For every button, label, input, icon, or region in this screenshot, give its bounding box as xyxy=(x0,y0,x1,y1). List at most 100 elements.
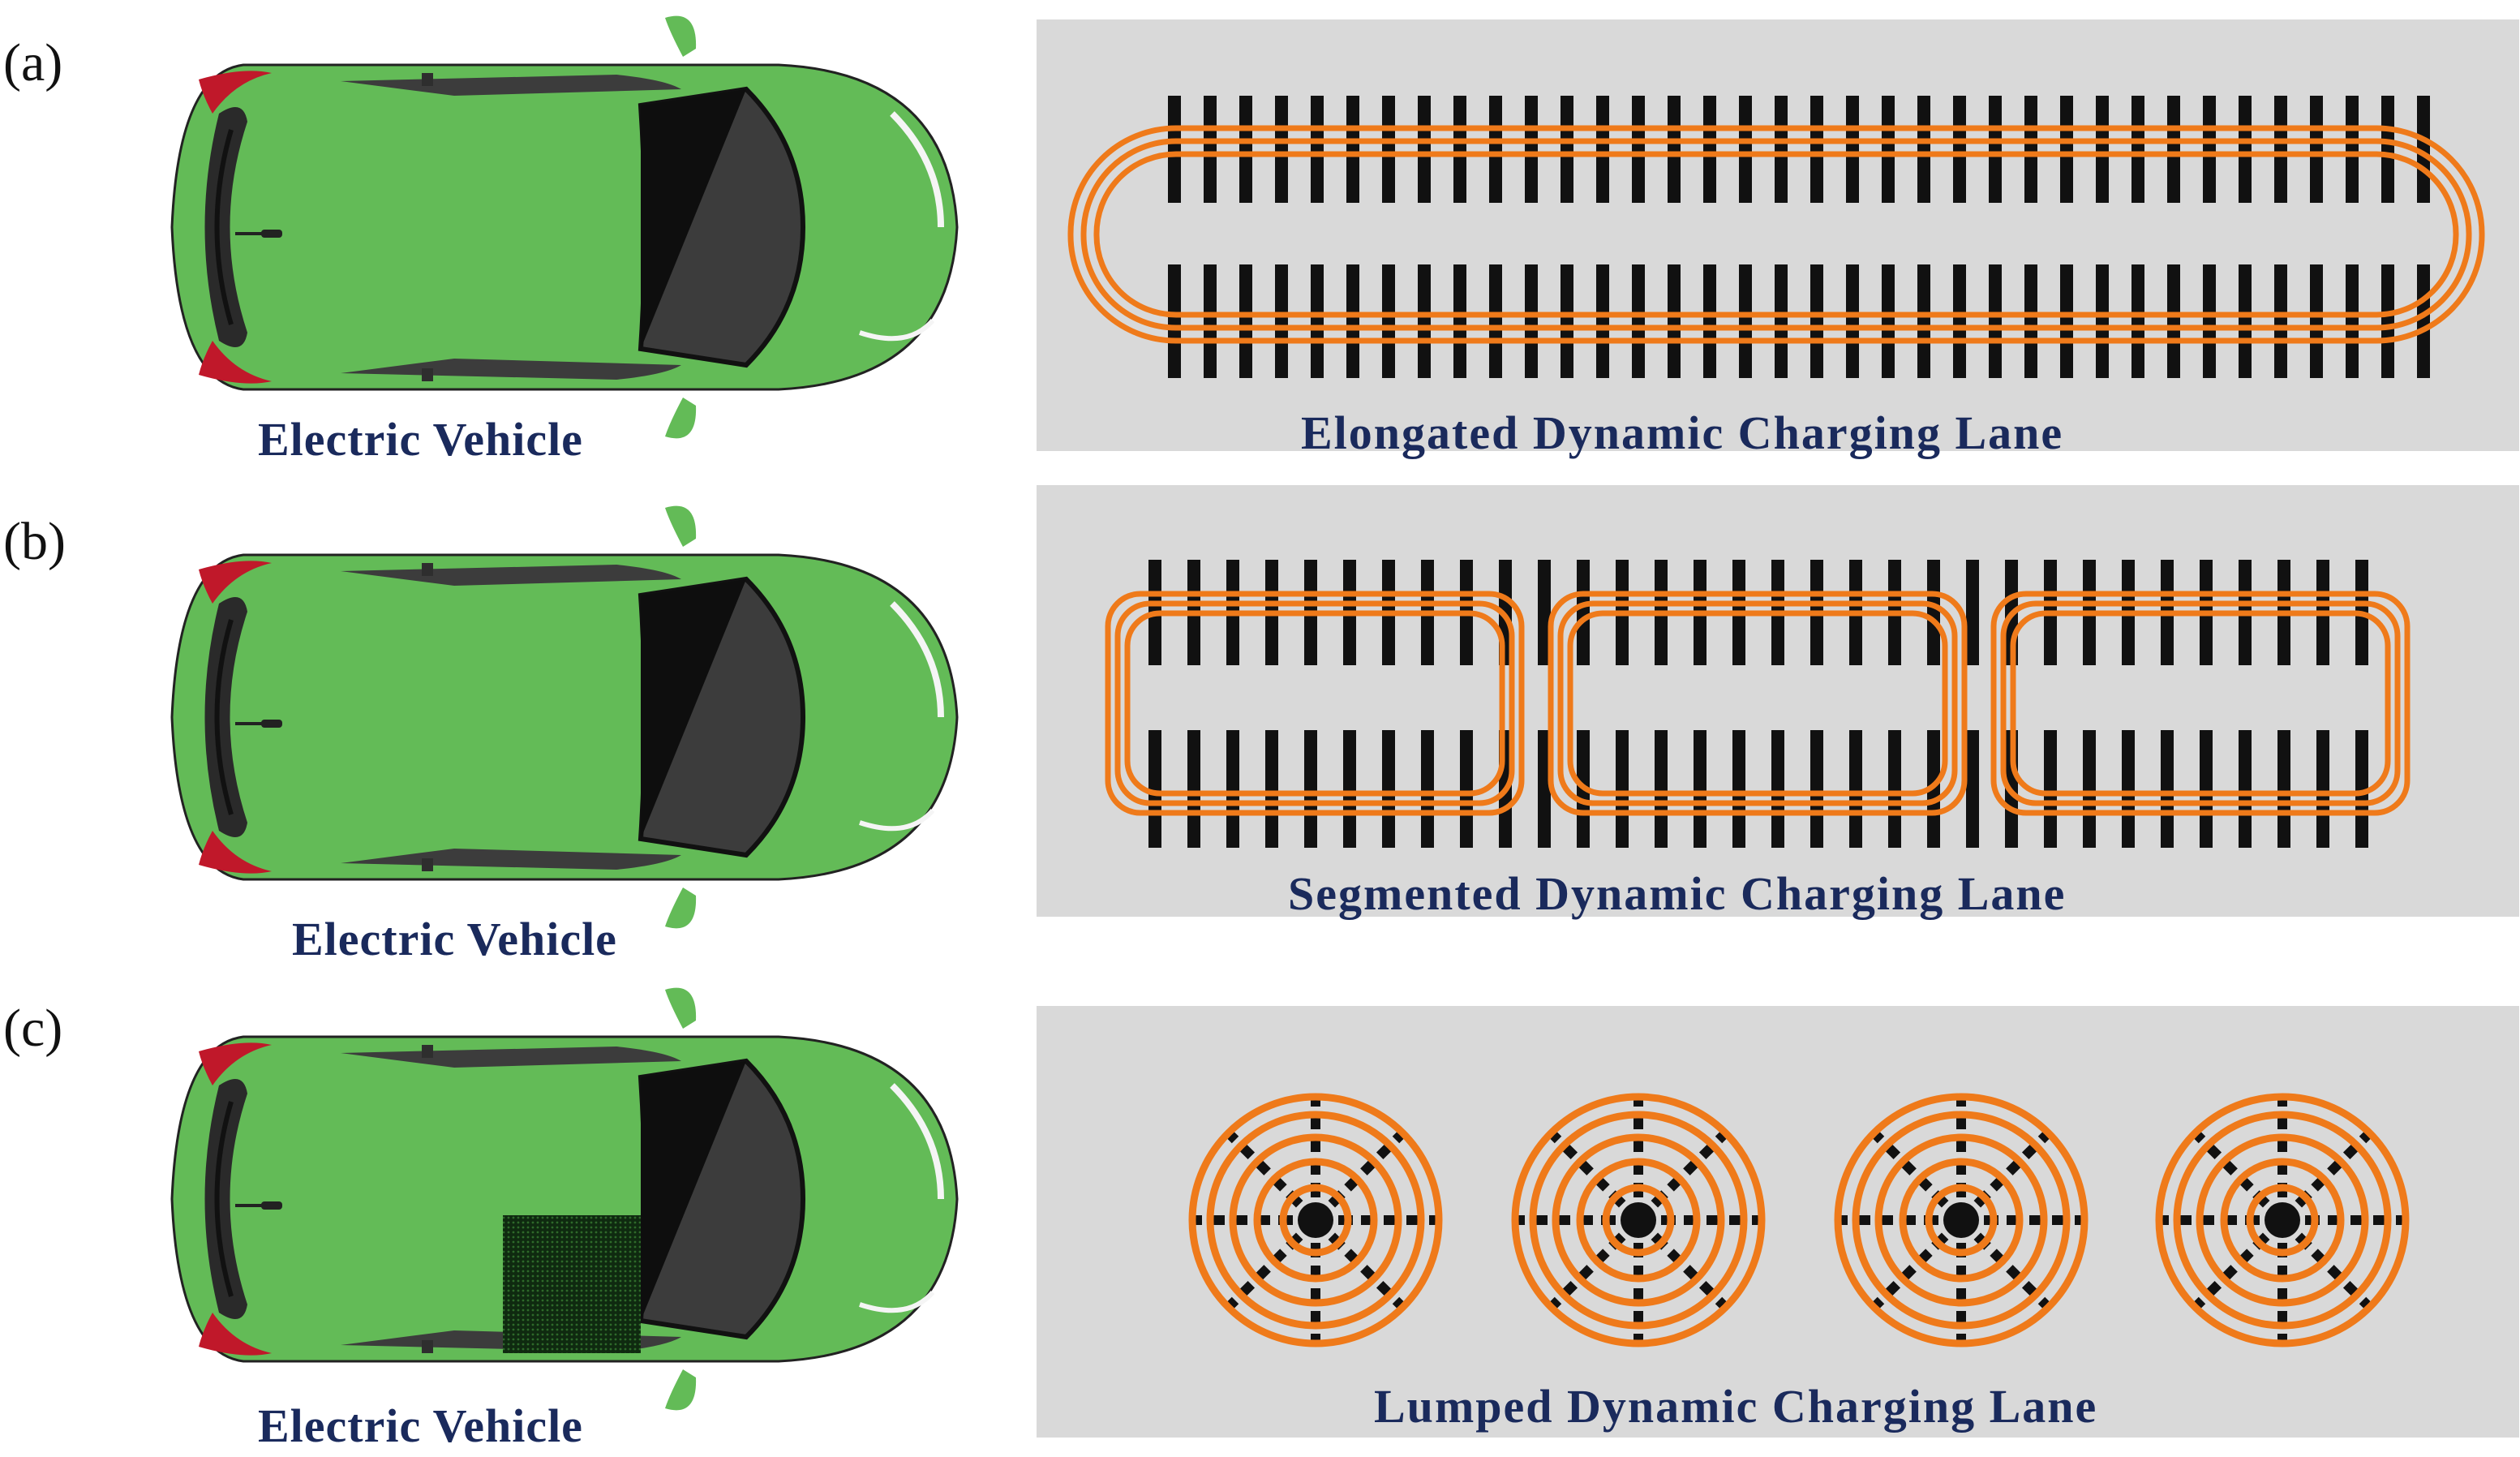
ferrite-bar xyxy=(2096,264,2109,378)
ferrite-bar xyxy=(1239,264,1252,378)
ferrite-bar xyxy=(1739,96,1752,203)
ferrite-bar xyxy=(1771,730,1784,848)
vehicle-label-b: Electric Vehicle xyxy=(292,913,617,965)
coil-loop xyxy=(1093,151,2459,318)
ferrite-spoke xyxy=(1548,1216,1642,1310)
ferrite-bar xyxy=(1810,730,1823,848)
ferrite-bar xyxy=(1966,730,1979,848)
ferrite-bar xyxy=(1846,264,1859,378)
ferrite-bar xyxy=(2131,96,2144,203)
ferrite-bar xyxy=(1525,264,1538,378)
ferrite-bar xyxy=(2239,96,2252,203)
ferrite-bar xyxy=(1561,96,1573,203)
ferrite-bar xyxy=(1810,96,1823,203)
ferrite-bar xyxy=(1453,96,1466,203)
panel-label-a: (a) xyxy=(3,33,63,92)
ferrite-bar xyxy=(1596,264,1609,378)
ferrite-bar xyxy=(1538,730,1551,848)
ferrite-core xyxy=(1621,1202,1656,1238)
coil-segment xyxy=(1114,600,1515,806)
ferrite-bar xyxy=(2239,730,2252,848)
ferrite-bar xyxy=(1187,730,1200,848)
ferrite-bar xyxy=(1739,264,1752,378)
coil-ring xyxy=(1206,1111,1425,1330)
ferrite-bar xyxy=(1882,264,1895,378)
ferrite-core xyxy=(1298,1202,1333,1238)
coil-ring xyxy=(1279,1184,1352,1257)
ferrite-bar xyxy=(2167,264,2180,378)
coil-segment xyxy=(1548,591,1968,816)
coil-loop xyxy=(1080,138,2472,331)
ferrite-bar xyxy=(1311,264,1324,378)
coil-ring xyxy=(1529,1111,1748,1330)
ferrite-bar xyxy=(2024,264,2037,378)
coil-segment xyxy=(1105,591,1525,816)
ferrite-bar xyxy=(1311,96,1324,203)
coil-ring xyxy=(1552,1133,1725,1307)
ferrite-spoke xyxy=(2278,1130,2372,1224)
ferrite-bar xyxy=(2346,264,2359,378)
ferrite-spoke xyxy=(1634,1130,1728,1224)
lane-label-c: Lumped Dynamic Charging Lane xyxy=(1374,1380,2098,1433)
lane-label-b: Segmented Dynamic Charging Lane xyxy=(1288,867,2067,920)
ferrite-spoke xyxy=(1312,1130,1406,1224)
ferrite-bar xyxy=(1226,730,1239,848)
ferrite-bar xyxy=(1655,730,1668,848)
ferrite-bar xyxy=(1694,730,1706,848)
ferrite-bar xyxy=(2381,96,2394,203)
coil-segment xyxy=(2010,610,2391,797)
ferrite-bar xyxy=(2096,96,2109,203)
coil-ring xyxy=(2246,1184,2319,1257)
ferrite-bar xyxy=(1775,96,1788,203)
ferrite-spoke xyxy=(1634,1216,1728,1310)
ferrite-spoke xyxy=(1871,1130,1965,1224)
electric-vehicle-b xyxy=(172,506,957,929)
receiver-pad xyxy=(503,1215,641,1353)
ferrite-bar xyxy=(1953,96,1966,203)
ferrite-bar xyxy=(2122,730,2135,848)
ferrite-bar xyxy=(1168,264,1181,378)
ferrite-bar xyxy=(1668,96,1681,203)
ferrite-spoke xyxy=(1957,1216,2051,1310)
coil-segment xyxy=(1567,610,1948,797)
ferrite-bar xyxy=(2167,96,2180,203)
ferrite-bar xyxy=(1989,96,2002,203)
ferrite-bar xyxy=(2277,730,2290,848)
ferrite-core xyxy=(2265,1202,2300,1238)
ferrite-bar xyxy=(1304,730,1317,848)
ferrite-bar xyxy=(1732,730,1745,848)
ferrite-bar xyxy=(2274,96,2287,203)
elongated-lane-drawing xyxy=(1067,96,2485,378)
ferrite-bar xyxy=(1917,96,1930,203)
ferrite-bar xyxy=(1927,560,1940,665)
ferrite-bar xyxy=(2316,730,2329,848)
lane-background-a xyxy=(1037,19,2519,451)
lane-label-a: Elongated Dynamic Charging Lane xyxy=(1301,406,2064,459)
ferrite-core xyxy=(1943,1202,1979,1238)
electric-vehicle-c xyxy=(172,988,957,1411)
ferrite-bar xyxy=(1275,96,1288,203)
ferrite-bar xyxy=(1538,560,1551,665)
ferrite-bar xyxy=(2060,96,2073,203)
ferrite-spoke xyxy=(2192,1216,2286,1310)
coil-ring xyxy=(1899,1158,2024,1283)
coil-ring xyxy=(1253,1158,1378,1283)
ferrite-bar xyxy=(1882,96,1895,203)
coil-ring xyxy=(2173,1111,2392,1330)
ferrite-bar xyxy=(1966,560,1979,665)
ferrite-bar xyxy=(1421,730,1434,848)
ferrite-bar xyxy=(1204,96,1217,203)
coil-ring xyxy=(1874,1133,2048,1307)
ferrite-spoke xyxy=(2278,1216,2372,1310)
ferrite-bar xyxy=(2044,730,2057,848)
coil-ring xyxy=(1602,1184,1675,1257)
ferrite-bar xyxy=(1148,730,1161,848)
ferrite-bar xyxy=(2203,96,2216,203)
ferrite-bar xyxy=(1632,264,1645,378)
ferrite-bar xyxy=(1703,96,1716,203)
ferrite-bar xyxy=(1561,264,1573,378)
coil-ring xyxy=(1188,1093,1443,1347)
segmented-lane-drawing xyxy=(1105,560,2411,848)
ferrite-bar xyxy=(1382,96,1395,203)
